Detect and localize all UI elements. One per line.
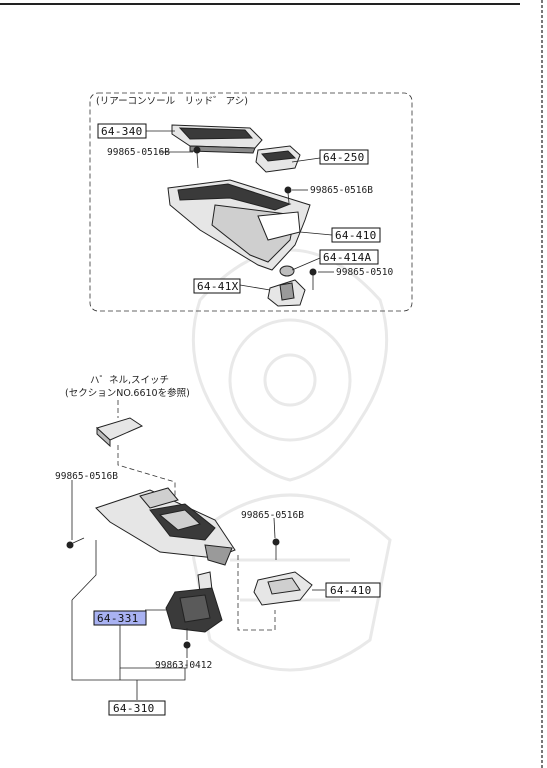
- svg-text:64-41X: 64-41X: [197, 280, 239, 293]
- part-label-64-410[interactable]: 64-410: [331, 227, 381, 243]
- svg-text:99865-0516B: 99865-0516B: [310, 185, 373, 196]
- part-label-64-410-lower[interactable]: 64-410: [325, 582, 381, 598]
- part-label-64-310[interactable]: 64-310: [108, 700, 166, 716]
- svg-text:64-310: 64-310: [113, 702, 155, 715]
- bracket-lower-part: [253, 571, 313, 606]
- watermark-emblem: [188, 248, 392, 672]
- rear-console-body-part: [167, 179, 311, 271]
- clip-part: [279, 265, 295, 277]
- part-label-64-41X[interactable]: 64-41X: [193, 278, 241, 294]
- screw-icon: [183, 641, 191, 658]
- front-console-body-part: [95, 487, 236, 566]
- svg-text:99863-0412: 99863-0412: [155, 660, 212, 671]
- bolt-label[interactable]: 99865-0516B: [107, 147, 170, 158]
- bolt-label[interactable]: 99865-0516B: [310, 185, 373, 196]
- svg-text:99865-0516B: 99865-0516B: [55, 471, 118, 482]
- svg-text:64-331: 64-331: [97, 612, 139, 625]
- screw-icon: [66, 537, 85, 549]
- screw-icon: [309, 268, 317, 290]
- lower-assembly-group: ハ゜ネル,スイッチ (セクションNO.6610を参照): [55, 375, 381, 716]
- bolt-label[interactable]: 99863-0412: [155, 660, 212, 671]
- screw-icon: [284, 186, 292, 204]
- part-label-64-340[interactable]: 64-340: [97, 123, 147, 139]
- bolt-label[interactable]: 99865-0516B: [241, 510, 304, 521]
- shift-boot-part: [165, 571, 223, 633]
- bolt-label[interactable]: 99865-0510: [336, 267, 393, 278]
- svg-text:99865-0516B: 99865-0516B: [107, 147, 170, 158]
- svg-text:99865-0516B: 99865-0516B: [241, 510, 304, 521]
- svg-text:64-250: 64-250: [323, 151, 365, 164]
- console-lid-part: [171, 124, 263, 154]
- upper-dashed-frame: [89, 92, 413, 312]
- switch-panel-part: [96, 417, 144, 448]
- svg-text:64-414A: 64-414A: [323, 251, 372, 264]
- part-label-64-414A[interactable]: 64-414A: [319, 249, 379, 265]
- tray-insert-part: [255, 145, 301, 173]
- upper-group-title: (リアーコンソール リッド゛ アシ): [96, 96, 248, 107]
- svg-text:64-410: 64-410: [335, 229, 377, 242]
- svg-text:64-410: 64-410: [330, 584, 372, 597]
- bracket-part: [267, 279, 306, 307]
- screw-icon: [272, 538, 280, 560]
- part-label-64-331[interactable]: 64-331: [93, 610, 147, 626]
- part-label-64-250[interactable]: 64-250: [319, 149, 369, 165]
- upper-assembly-group: (リアーコンソール リッド゛ アシ): [89, 92, 413, 312]
- note-panel-switch: ハ゜ネル,スイッチ: [90, 375, 169, 386]
- svg-text:64-340: 64-340: [101, 125, 143, 138]
- svg-text:99865-0510: 99865-0510: [336, 267, 393, 278]
- bolt-label[interactable]: 99865-0516B: [55, 471, 118, 482]
- note-section-reference: (セクションNO.6610を参照): [65, 387, 190, 399]
- screw-icon: [193, 146, 201, 169]
